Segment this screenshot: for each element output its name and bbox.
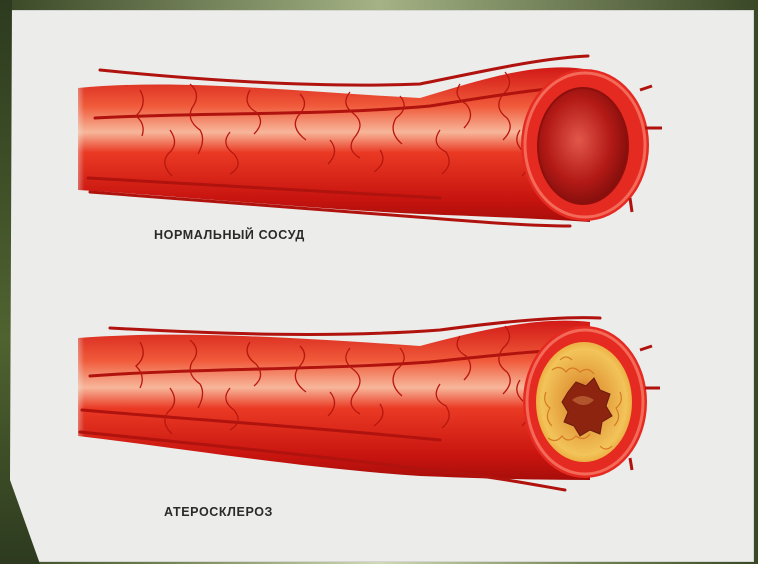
atherosclerosis-vessel bbox=[70, 310, 660, 490]
normal-vessel-caption: НОРМАЛЬНЫЙ СОСУД bbox=[154, 228, 305, 242]
normal-vessel bbox=[70, 56, 662, 230]
atherosclerosis-caption: АТЕРОСКЛЕРОЗ bbox=[164, 505, 273, 519]
